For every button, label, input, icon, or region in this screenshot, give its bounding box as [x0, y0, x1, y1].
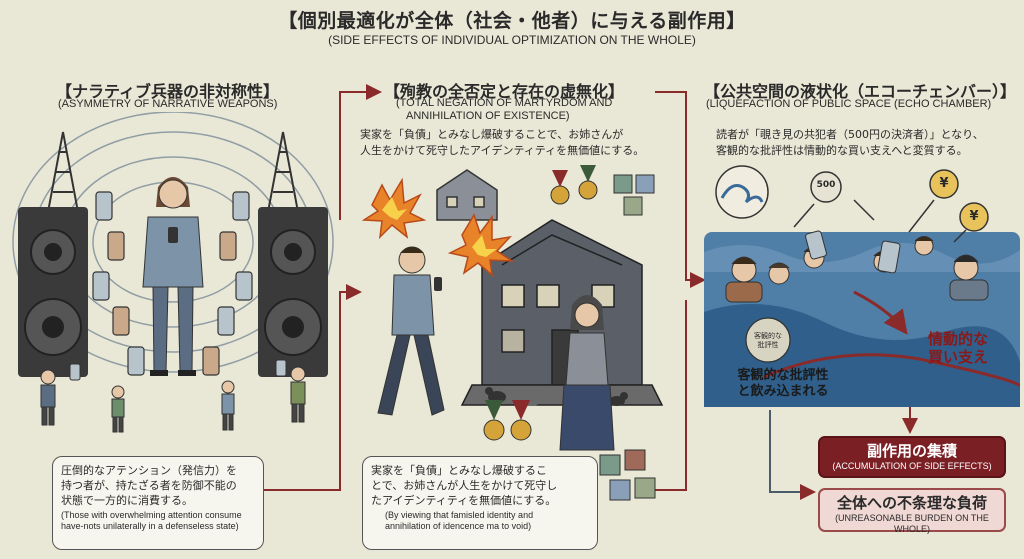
section3-subtitle: (LIQUEFACTION OF PUBLIC SPACE (ECHO CHAM…: [706, 98, 992, 110]
callout-line: たアイデンティティを無価値にする。: [371, 494, 557, 507]
medal-icon: [483, 400, 532, 441]
puzzle-icon: [599, 449, 656, 501]
floating-phones: [92, 191, 253, 376]
page-title: 【個別最適化が全体（社会・他者）に与える副作用】: [278, 10, 746, 32]
callout-en-line: annihilation of idencence ma to void): [385, 521, 532, 531]
accumulation-box: 副作用の集積 (ACCUMULATION OF SIDE EFFECTS): [818, 436, 1006, 478]
house-icon: [436, 169, 498, 221]
section2-callout: 実家を「負債」とみなし爆破するこ とで、お姉さんが人生をかけて死守し たアイデン…: [362, 456, 598, 550]
explosion-icon: [361, 177, 427, 240]
swallowed-line: 客観的な批評性: [737, 368, 829, 383]
coin-yen-icon: [929, 169, 989, 232]
section1-illustration: [12, 112, 334, 433]
arrow-2-bottom: [655, 300, 687, 491]
house-explosion-icon: [447, 213, 515, 277]
man-walking: [377, 246, 445, 416]
callout-line: とで、お姉さんが人生をかけて死守し: [371, 479, 558, 492]
medal-icon: [550, 165, 598, 205]
section2-bottom-items: [483, 400, 656, 501]
section3-illustration: [704, 165, 1020, 407]
callout-en-line: (By viewing that famisled identity and: [385, 510, 534, 520]
radio-tower-left: [47, 131, 79, 213]
emotional-line: 情動的な: [927, 330, 988, 348]
accumulation-en: (ACCUMULATION OF SIDE EFFECTS): [832, 461, 992, 471]
people-in-water: [725, 230, 989, 303]
small-people: [40, 359, 306, 433]
swallowed-label: 客観的な批評性 と飲み込まれる: [700, 368, 866, 400]
critique-bubble-label: 客観的な 批評性: [754, 332, 782, 349]
section2-desc-1: 実家を「負債」とみなし爆破することで、お姉さんが: [360, 128, 624, 141]
burden-jp: 全体への不条理な負荷: [836, 494, 987, 512]
radio-tower-right: [267, 131, 299, 213]
wave-bubble-icon: [715, 165, 769, 219]
section3-desc-2: 客観的な批評性は情動的な買い支えへと変質する。: [716, 144, 968, 157]
central-figure: [142, 177, 204, 376]
arrow-1-bottom-to-2: [262, 284, 362, 491]
coin-yen-label: ¥: [939, 176, 949, 191]
coin-500-icon: [810, 171, 842, 203]
section2-subtitle-2: ANNIHILATION OF EXISTENCE): [406, 110, 570, 122]
coin-yen-label-2: ¥: [969, 209, 979, 224]
burden-en: (UNREASONABLE BURDEN ON THE WHOLE): [835, 513, 989, 534]
callout-line: 持つ者が、持たざる者を防御不能の: [61, 479, 237, 492]
section2-illustration: [361, 165, 664, 451]
speaker-right-icon: [258, 207, 328, 377]
section1-callout: 圧倒的なアテンション（発信力）を 持つ者が、持たざる者を防御不能の 状態で一方的…: [52, 456, 264, 550]
coin-500-label: 500: [816, 180, 836, 190]
page-subtitle: (SIDE EFFECTS OF INDIVIDUAL OPTIMIZATION…: [328, 33, 696, 47]
emotional-support-label: 情動的な 買い支え: [912, 330, 1004, 366]
burden-box: 全体への不条理な負荷 (UNREASONABLE BURDEN ON THE W…: [818, 488, 1006, 534]
section2-subtitle-1: (TOTAL NEGATION OF MARTYRDOM AND: [396, 97, 613, 109]
section2-desc-2: 人生をかけて死守したアイデンティティを無価値にする。: [360, 144, 645, 157]
callout-en-line: have-nots unilaterally in a defenseless …: [61, 521, 239, 531]
section2-title: 【殉教の全否定と存在の虚無化】: [384, 82, 625, 101]
callout-line: 実家を「負債」とみなし爆破するこ: [371, 464, 547, 477]
arrow-results-to-burden: [769, 410, 816, 500]
puzzle-icon: [613, 174, 655, 216]
critique-bubble: [745, 317, 791, 363]
arrow-1-to-2: [339, 84, 382, 220]
section3-title: 【公共空間の液状化（エコーチェンバー）】: [704, 82, 1017, 101]
section3-desc-1: 読者が「覗き見の共犯者（500円の決済者）」となり、: [716, 128, 984, 141]
speaker-left-icon: [18, 207, 88, 377]
accumulation-jp: 副作用の集積: [866, 442, 957, 460]
arrow-2-to-3: [655, 91, 706, 288]
emotional-line: 買い支え: [927, 348, 988, 366]
callout-en-line: (Those with overwhelming attention consu…: [61, 510, 242, 520]
swallowed-line: と飲み込まれる: [737, 384, 829, 399]
callout-line: 圧倒的なアテンション（発信力）を: [61, 464, 237, 477]
woman-crying: [559, 295, 615, 451]
callout-line: 状態で一方的に消費する。: [61, 494, 193, 507]
section1-subtitle: (ASYMMETRY OF NARRATIVE WEAPONS): [58, 98, 278, 110]
section1-title: 【ナラティブ兵器の非対称性】: [56, 82, 280, 101]
